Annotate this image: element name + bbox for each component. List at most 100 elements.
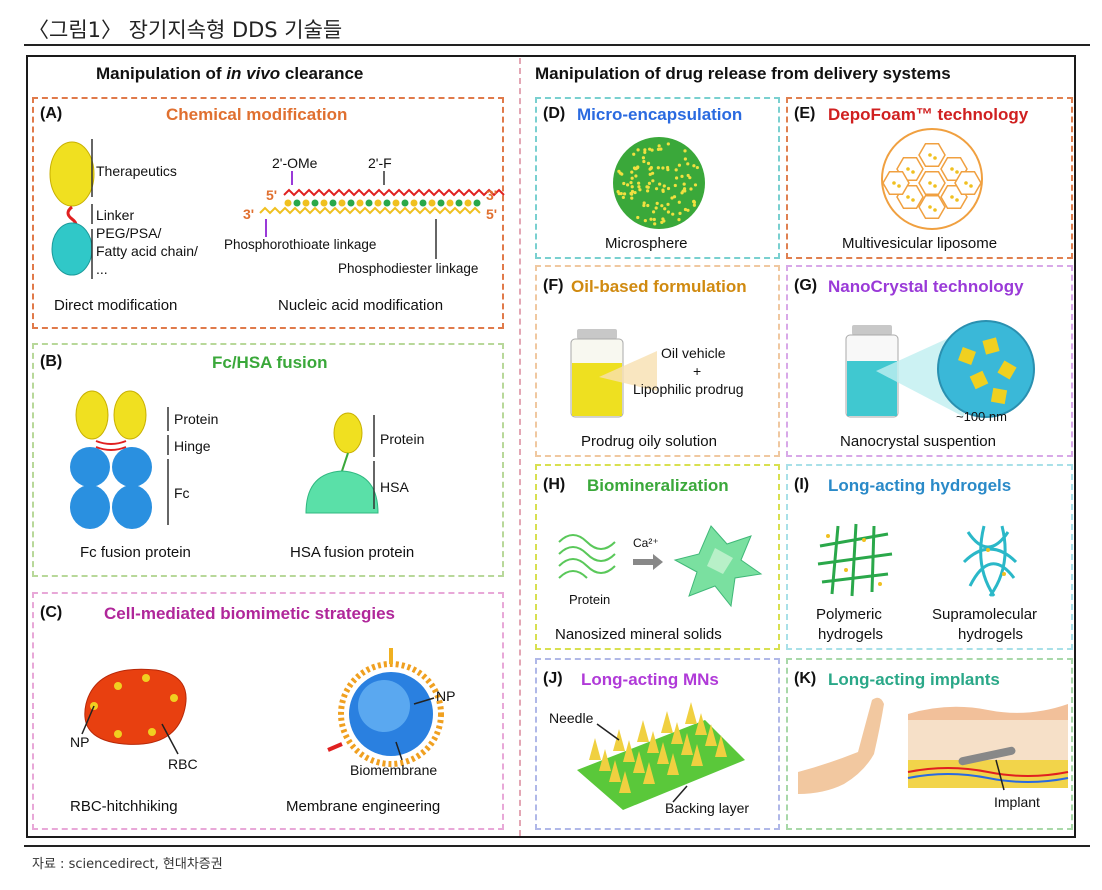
nucleotide-dot xyxy=(284,199,292,207)
drug-particle xyxy=(673,183,677,188)
needle xyxy=(643,762,655,784)
figure-caption: 〈그림1〉 장기지속형 DDS 기술들 xyxy=(28,18,343,42)
needle xyxy=(681,733,693,755)
nucleotide-dot xyxy=(410,199,418,207)
drug-particle xyxy=(626,183,630,187)
drug-particle xyxy=(683,157,687,161)
drug-dot xyxy=(906,167,910,171)
label-supramolecular-hydrogels: hydrogels xyxy=(958,626,1024,643)
label-backing-layer: Backing layer xyxy=(665,800,750,816)
multivesicular-liposome-illustration xyxy=(881,128,983,230)
label-ellipsis: ... xyxy=(96,261,108,277)
top-rule xyxy=(24,44,1090,46)
panel-j-title: Long-acting MNs xyxy=(581,670,719,689)
label-hsa: HSA xyxy=(380,479,409,495)
drug-particle xyxy=(642,201,646,205)
needle xyxy=(619,771,631,793)
direct-modification-illustration xyxy=(49,139,95,279)
vesicle-chamber xyxy=(918,194,946,220)
nucleotide-dot xyxy=(473,199,481,207)
drug-particle xyxy=(621,195,625,200)
drug-particle xyxy=(680,174,684,178)
label-polymeric-hydrogels: hydrogels xyxy=(818,626,884,643)
drug-particle xyxy=(630,176,634,180)
needle xyxy=(623,740,635,762)
drug-dot xyxy=(911,198,915,202)
drug-particle xyxy=(692,203,696,207)
drug-particle xyxy=(677,163,682,167)
nucleotide-dot xyxy=(401,199,409,207)
needle xyxy=(661,711,673,733)
needle xyxy=(637,720,649,742)
backing-layer xyxy=(577,720,745,810)
label-therapeutics: Therapeutics xyxy=(96,163,177,179)
right-column-title: Manipulation of drug release from delive… xyxy=(535,64,951,83)
drug-particle xyxy=(695,165,699,170)
label-fc: Fc xyxy=(174,485,190,501)
drug-particle xyxy=(630,189,635,194)
needle xyxy=(599,749,611,771)
label-5-prime-top: 5' xyxy=(266,187,278,203)
drug-particle xyxy=(661,217,665,221)
hydrogels-illustration xyxy=(817,523,1018,597)
needle xyxy=(691,744,703,766)
label-biomembrane: Biomembrane xyxy=(350,762,438,778)
drug-dot xyxy=(928,153,932,157)
drug-dot xyxy=(897,184,901,188)
label-3-prime-bottom: 3' xyxy=(243,206,255,222)
needle xyxy=(705,724,717,746)
sub-multivesicular-liposome: Multivesicular liposome xyxy=(842,235,998,252)
panel-d-title: Micro-encapsulation xyxy=(577,105,743,124)
drug-particle xyxy=(635,165,640,170)
needle xyxy=(685,702,697,724)
drug-particle xyxy=(652,217,656,222)
drug-particle xyxy=(658,182,662,186)
drug-particle xyxy=(654,206,658,210)
panel-b-title: Fc/HSA fusion xyxy=(212,353,328,372)
panel-c: (C) Cell-mediated biomimetic strategies … xyxy=(32,592,504,830)
nucleotide-dot xyxy=(347,199,355,207)
drug-particle xyxy=(686,162,690,166)
needle xyxy=(633,751,645,773)
label-lipophilic-prodrug: Lipophilic prodrug xyxy=(633,381,744,397)
sub-nanocrystal-suspension: Nanocrystal suspention xyxy=(840,433,996,450)
label-polymeric: Polymeric xyxy=(816,606,882,623)
rbc-hitchhiking-illustration xyxy=(81,648,444,767)
drug-particle xyxy=(646,203,650,208)
label-ca2: Ca²⁺ xyxy=(633,536,659,550)
drug-particle xyxy=(661,166,665,170)
nucleotide-dot xyxy=(455,199,463,207)
vesicle-chamber xyxy=(882,170,910,196)
drug-particle xyxy=(632,152,636,156)
drug-particle xyxy=(683,149,687,153)
drug-dot xyxy=(969,184,973,188)
label-rbc: RBC xyxy=(168,756,198,772)
drug-particle xyxy=(649,165,653,170)
drug-particle xyxy=(666,210,671,214)
nucleotide-dot xyxy=(302,199,310,207)
nanocrystal-suspension-illustration xyxy=(845,320,1035,418)
drug-particle xyxy=(660,204,664,208)
nucleotide-dot xyxy=(320,199,328,207)
panel-e-tag: (E) xyxy=(794,105,816,122)
label-fatty: Fatty acid chain/ xyxy=(96,243,198,259)
drug-particle xyxy=(670,196,674,200)
label-needle: Needle xyxy=(549,710,594,726)
drug-particle xyxy=(616,190,620,194)
microsphere-illustration xyxy=(613,137,705,229)
nucleotide-dot xyxy=(428,199,436,207)
nucleotide-dot xyxy=(338,199,346,207)
needle xyxy=(695,713,707,735)
drug-dot xyxy=(964,181,968,185)
backing-pointer xyxy=(672,785,688,803)
drug-particle xyxy=(659,147,663,151)
sub-microsphere: Microsphere xyxy=(605,235,688,252)
panel-d-tag: (D) xyxy=(543,105,566,122)
drug-particle xyxy=(657,144,661,148)
drug-particle xyxy=(651,171,655,175)
rna-strand-top xyxy=(283,188,505,197)
drug-particle xyxy=(648,147,652,151)
drug-particle xyxy=(617,169,621,173)
drug-particle xyxy=(630,196,634,200)
rna-strand-bottom xyxy=(259,206,481,215)
